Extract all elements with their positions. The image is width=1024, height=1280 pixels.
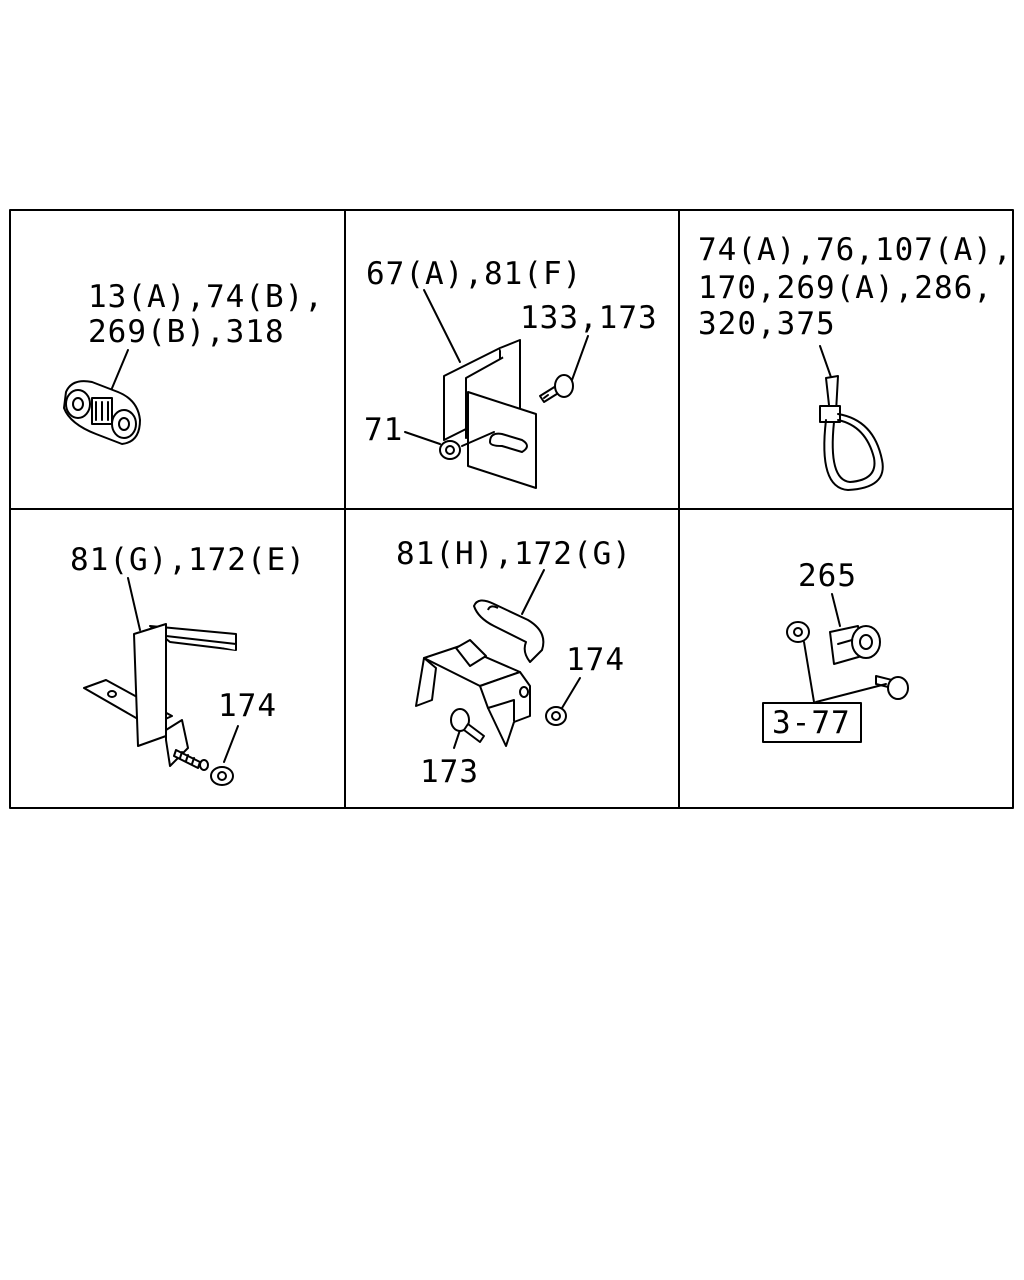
reference-box [762, 702, 862, 743]
callout-clamp: 265 [798, 558, 857, 594]
cell-bracket-h: 81(H),172(G) 174 173 [396, 536, 632, 790]
bracket-g-part [83, 623, 237, 767]
bracket-h-part [415, 599, 545, 747]
callout-nut: 174 [218, 688, 277, 724]
cell-clamp: 265 3-77 [762, 558, 909, 743]
bolt-173-part [450, 708, 485, 743]
nut-71-part [439, 431, 495, 460]
band-part [819, 375, 884, 491]
reference-label[interactable]: 3-77 [772, 705, 851, 741]
callout-clip-line2: 269(B),318 [88, 314, 285, 350]
cell-clip: 13(A),74(B), 269(B),318 [63, 279, 324, 445]
nut-174-part [210, 766, 234, 786]
bolt-part [173, 749, 209, 771]
callout-bolt: 133,173 [520, 300, 658, 336]
cell-bracket-f: 67(A),81(F) 133,173 71 [364, 256, 658, 489]
callout-bracket: 67(A),81(F) [366, 256, 582, 292]
clamp-part [829, 625, 881, 665]
callout-band-line3: 320,375 [698, 306, 836, 342]
callout-band-line1: 74(A),76,107(A), [698, 232, 1013, 268]
callout-bracket: 81(H),172(G) [396, 536, 632, 572]
cell-bracket-g: 81(G),172(E) 174 [70, 542, 306, 786]
bolt-133-part [539, 374, 574, 403]
callout-clip-line1: 13(A),74(B), [88, 279, 324, 315]
grid-frame [9, 209, 1014, 809]
callout-nut: 71 [364, 412, 403, 448]
cell-band: 74(A),76,107(A), 170,269(A),286, 320,375 [698, 232, 1013, 491]
bracket-f-part [443, 339, 537, 489]
bolt-part [875, 675, 909, 700]
callout-band-line2: 170,269(A),286, [698, 270, 993, 306]
nut-part [786, 621, 810, 643]
leader-line [109, 349, 129, 394]
nut-174-part [545, 706, 567, 726]
clip-part [63, 380, 141, 445]
callout-bracket: 81(G),172(E) [70, 542, 306, 578]
callout-bolt: 173 [420, 754, 479, 790]
callout-nut: 174 [566, 642, 625, 678]
